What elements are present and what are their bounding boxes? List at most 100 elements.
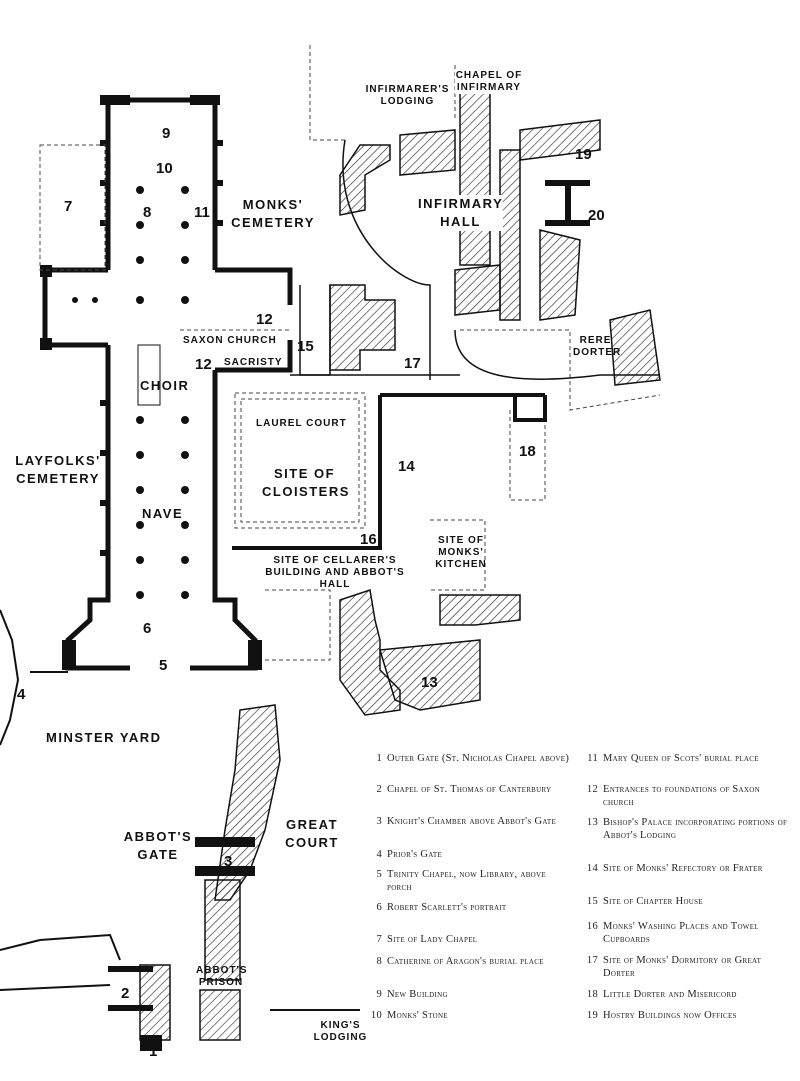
plan-number-8: 8 xyxy=(143,204,152,221)
legend-number: 6 xyxy=(376,902,382,913)
legend-text: Chapel of St. Thomas of Canterbury xyxy=(387,784,552,795)
label-infirmary-hall: INFIRMARY HALL xyxy=(418,195,504,231)
legend-entry-18: 18 Little Dorter and Misericord xyxy=(582,988,792,1001)
legend-number: 8 xyxy=(376,956,382,967)
legend-number: 13 xyxy=(586,817,598,828)
legend-text: Monks' Washing Places and Towel Cupboard… xyxy=(603,921,759,945)
legend-entry-11: 11 Mary Queen of Scots' burial place xyxy=(582,752,792,765)
plan-number-15: 15 xyxy=(297,338,314,355)
legend-text: Catherine of Aragon's burial place xyxy=(387,956,544,967)
gate-walls xyxy=(108,180,590,1051)
label-great-court: GREAT COURT xyxy=(285,817,339,850)
legend-text: Hostry Buildings now Offices xyxy=(603,1010,737,1021)
plan-number-14: 14 xyxy=(398,458,415,475)
legend-text: Mary Queen of Scots' burial place xyxy=(603,753,759,764)
legend-text: Site of Monks' Dormitory or Great Dorter xyxy=(603,955,762,979)
plan-number-17: 17 xyxy=(404,355,421,372)
label-rere-dorter: RERE DORTER xyxy=(573,335,622,358)
legend-entry-14: 14 Site of Monks' Refectory or Frater xyxy=(582,862,792,875)
legend-number: 15 xyxy=(586,896,598,907)
plan-number-12a: 12 xyxy=(256,311,273,328)
label-laurel-court: LAUREL COURT xyxy=(256,418,347,429)
legend-number: 19 xyxy=(586,1010,598,1021)
label-abbots-prison: ABBOT'S PRISON xyxy=(196,965,248,988)
label-choir: CHOIR xyxy=(140,378,190,393)
choir-enclosure xyxy=(137,344,161,406)
plan-number-19: 19 xyxy=(575,146,592,163)
legend-number: 2 xyxy=(376,784,382,795)
legend-number: 10 xyxy=(370,1010,382,1021)
legend-text: Site of Monks' Refectory or Frater xyxy=(603,863,763,874)
legend-text: Robert Scarlett's portrait xyxy=(387,902,507,913)
legend-entry-6: 6 Robert Scarlett's portrait xyxy=(366,901,576,914)
label-chapel-of-infirmary: CHAPEL OF INFIRMARY xyxy=(455,70,523,94)
legend-number: 11 xyxy=(587,753,598,764)
dashed-foundations xyxy=(39,45,661,661)
legend-text: New Building xyxy=(387,989,448,1000)
legend-entry-15: 15 Site of Chapter House xyxy=(582,895,792,908)
nave-piers xyxy=(72,186,189,599)
plan-number-7: 7 xyxy=(64,198,73,215)
legend-text: Outer Gate (St. Nicholas Chapel above) xyxy=(387,753,570,764)
legend-entry-2: 2 Chapel of St. Thomas of Canterbury xyxy=(366,783,576,796)
legend-entry-10: 10 Monks' Stone xyxy=(366,1009,576,1022)
label-monks-kitchen: SITE OF MONKS' KITCHEN xyxy=(435,535,487,570)
legend-text: Prior's Gate xyxy=(387,849,442,860)
legend-number: 3 xyxy=(376,816,382,827)
legend-number: 7 xyxy=(376,934,382,945)
legend-number: 9 xyxy=(376,989,382,1000)
label-site-of-cloisters: SITE OF CLOISTERS xyxy=(262,466,350,499)
legend-entry-7: 7 Site of Lady Chapel xyxy=(366,933,576,946)
legend-entry-3: 3 Knight's Chamber above Abbot's Gate xyxy=(366,815,576,828)
legend-entry-1: 1 Outer Gate (St. Nicholas Chapel above) xyxy=(366,752,576,765)
plan-number-12b: 12 xyxy=(195,356,212,373)
legend-entry-16: 16 Monks' Washing Places and Towel Cupboa… xyxy=(582,920,792,946)
legend-entry-4: 4 Prior's Gate xyxy=(366,848,576,861)
legend-entry-13: 13 Bishop's Palace incorporating portions… xyxy=(582,816,792,842)
legend-text: Knight's Chamber above Abbot's Gate xyxy=(387,816,557,827)
legend-number: 18 xyxy=(586,989,598,1000)
legend-entry-17: 17 Site of Monks' Dormitory or Great Dort… xyxy=(582,954,792,980)
label-nave: NAVE xyxy=(142,506,184,521)
legend-number: 12 xyxy=(586,784,598,795)
legend-text: Monks' Stone xyxy=(387,1010,448,1021)
plan-number-5: 5 xyxy=(159,657,168,674)
label-layfolks-cemetery: LAYFOLKS' CEMETERY xyxy=(15,453,101,486)
legend-number: 16 xyxy=(586,921,598,932)
legend-number: 17 xyxy=(586,955,598,966)
plan-number-13: 13 xyxy=(421,674,438,691)
legend-text: Site of Chapter House xyxy=(603,896,703,907)
legend-entry-19: 19 Hostry Buildings now Offices xyxy=(582,1009,792,1022)
label-infirmarers-lodging: INFIRMARER'S LODGING xyxy=(365,84,450,107)
plan-number-18: 18 xyxy=(519,443,536,460)
plan-number-1: 1 xyxy=(149,1043,158,1060)
legend-number: 1 xyxy=(376,753,382,764)
plan-number-20: 20 xyxy=(588,207,605,224)
label-abbots-gate: ABBOT'S GATE xyxy=(123,829,193,862)
legend-number: 4 xyxy=(376,849,382,860)
cathedral-buttresses xyxy=(40,95,262,670)
label-monks-cemetery: MONKS' CEMETERY xyxy=(231,197,315,230)
legend-text: Site of Lady Chapel xyxy=(387,934,478,945)
legend-text: Entrances to foundations of Saxon church xyxy=(603,784,760,808)
legend-entry-8: 8 Catherine of Aragon's burial place xyxy=(366,955,576,968)
plan-number-3: 3 xyxy=(224,853,233,870)
plan-number-16: 16 xyxy=(360,531,377,548)
plan-number-10: 10 xyxy=(156,160,173,177)
legend-entry-12: 12 Entrances to foundations of Saxon chur… xyxy=(582,783,792,809)
legend-number: 14 xyxy=(586,863,598,874)
label-kings-lodging: KING'S LODGING xyxy=(313,1020,368,1043)
legend-text: Little Dorter and Misericord xyxy=(603,989,737,1000)
plan-number-2: 2 xyxy=(121,985,130,1002)
legend-entry-9: 9 New Building xyxy=(366,988,576,1001)
cloister-walls xyxy=(232,393,547,550)
label-cellarers-building: SITE OF CELLARER'S BUILDING AND ABBOT'S … xyxy=(265,555,405,590)
label-saxon-church: SAXON CHURCH xyxy=(183,335,277,346)
plan-number-4: 4 xyxy=(17,686,26,703)
legend-text: Trinity Chapel, now Library, above porch xyxy=(387,869,546,893)
legend-text: Bishop's Palace incorporating portions o… xyxy=(603,817,788,841)
label-sacristy: SACRISTY xyxy=(224,357,283,368)
label-minster-yard: MINSTER YARD xyxy=(46,730,162,745)
